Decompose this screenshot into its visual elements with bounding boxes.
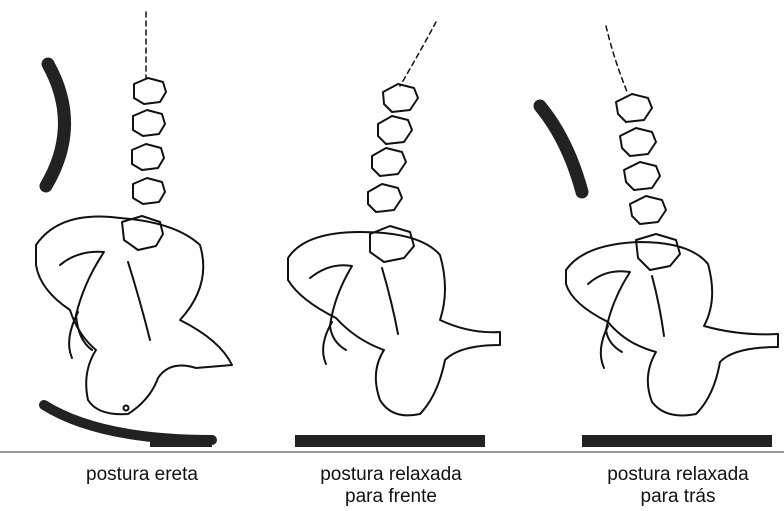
seat-support-base [150, 435, 212, 447]
vertebra [620, 128, 656, 156]
ischium-mark [124, 406, 129, 411]
back-support-band [540, 106, 582, 192]
caption-backward-slump: postura relaxada para trás [578, 464, 778, 508]
figure-backward-slump [540, 26, 778, 447]
spine-axis [606, 26, 628, 94]
vertebra [378, 116, 412, 144]
vertebrae [368, 84, 418, 262]
vertebra [133, 178, 165, 204]
caption-line: postura ereta [42, 464, 242, 486]
sacrum-line [128, 262, 150, 340]
figure-forward-slump [288, 22, 500, 447]
vertebra [133, 110, 165, 136]
caption-erect-posture: postura ereta [42, 464, 242, 486]
vertebra [370, 226, 414, 262]
seat-support-base [295, 435, 485, 447]
caption-forward-slump: postura relaxada para frente [291, 464, 491, 508]
sacrum-line [652, 276, 664, 336]
sacrum-line [382, 268, 398, 334]
figure-erect-posture [36, 12, 232, 447]
caption-line: para frente [291, 486, 491, 508]
vertebra [624, 162, 660, 190]
vertebra [134, 78, 166, 104]
vertebra [636, 234, 680, 270]
vertebra [368, 184, 402, 212]
caption-line: postura relaxada [578, 464, 778, 486]
seat-support-base [582, 435, 772, 447]
caption-line: para trás [578, 486, 778, 508]
pelvis-outline [566, 242, 778, 416]
spine-axis [400, 22, 436, 86]
vertebra [132, 144, 164, 170]
vertebra [372, 148, 406, 176]
pelvis-inner-line [588, 271, 630, 352]
vertebra [616, 94, 652, 122]
back-support-band [46, 64, 65, 186]
vertebra [383, 84, 418, 112]
vertebra [630, 196, 666, 224]
caption-line: postura relaxada [291, 464, 491, 486]
